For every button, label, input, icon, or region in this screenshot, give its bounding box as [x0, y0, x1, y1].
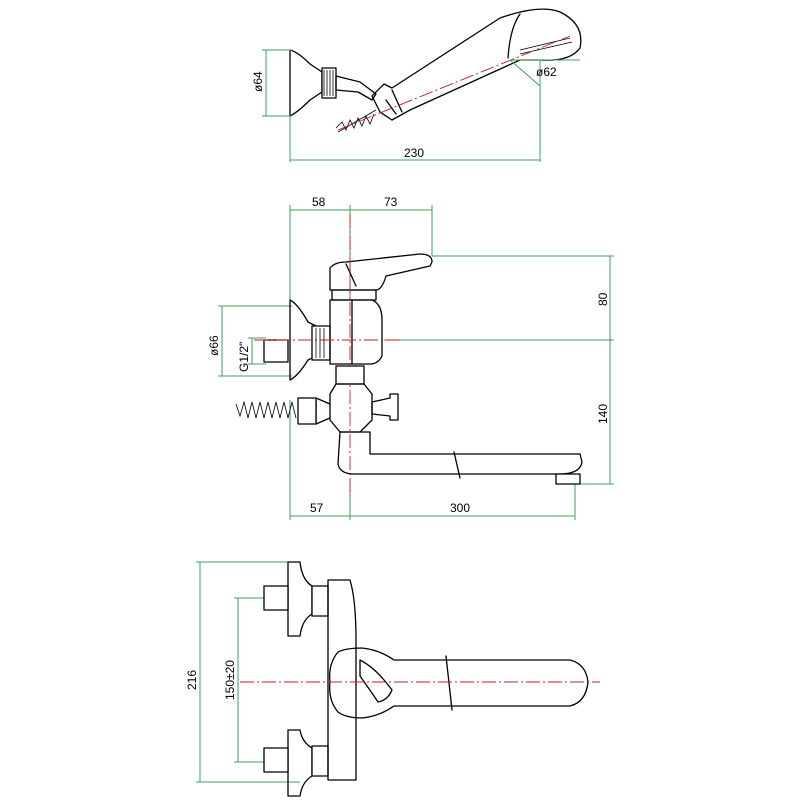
mixer-body	[329, 299, 383, 365]
upper-wall-rose	[287, 561, 313, 637]
shower-face-hatch	[519, 37, 573, 55]
diverter-nut	[335, 365, 365, 385]
dim-total-height: 216	[185, 670, 199, 690]
dim-rose-diameter: ø66	[207, 335, 221, 356]
dim-body-offset: 58	[312, 195, 326, 209]
shower-head-rim	[507, 13, 521, 59]
lever-handle	[329, 253, 433, 291]
cartridge-cap	[331, 289, 377, 301]
nut-knurl	[323, 70, 334, 96]
spout	[337, 431, 583, 475]
aerator	[555, 473, 581, 485]
dim-thread-size: G1/2"	[237, 342, 251, 372]
inlet-nut	[263, 339, 289, 363]
dim-lever-reach: 73	[384, 195, 398, 209]
spout-top-break	[445, 655, 453, 711]
dim-shower-length: 230	[404, 146, 424, 160]
upper-eccentric-nut	[311, 585, 329, 617]
eccentric-nut	[311, 325, 331, 361]
spout-top	[329, 647, 589, 719]
dim-wall-rose-diameter: ø64	[251, 71, 265, 92]
hose-outlet-nut	[297, 397, 317, 425]
wall-rose-cup	[289, 49, 323, 117]
hose-outlet	[315, 397, 331, 425]
lower-inlet-nut	[263, 747, 289, 773]
hand-shower-view	[262, 8, 582, 162]
lower-wall-rose	[287, 729, 313, 797]
dim-lever-height: 80	[596, 292, 610, 306]
dim-inlet-spacing: 150±20	[223, 660, 237, 700]
diverter-knob	[371, 393, 399, 421]
handle-collar-2	[385, 99, 397, 115]
mixer-top-view	[196, 561, 600, 797]
dim-spout-length: 300	[450, 501, 470, 515]
dim-inlet-offset: 57	[310, 501, 324, 515]
lever-top	[359, 659, 393, 703]
shower-center-line	[337, 35, 571, 131]
spout-break	[453, 451, 461, 479]
lever-edge	[345, 263, 357, 287]
diverter-body	[329, 383, 373, 433]
lower-eccentric-nut	[311, 745, 329, 777]
mixer-side-view	[218, 205, 614, 520]
dim-spout-drop: 140	[596, 404, 610, 424]
dim-shower-head-diameter: ø62	[536, 65, 557, 79]
mixer-body-top	[327, 579, 357, 781]
middle-hose-spring	[235, 400, 297, 419]
upper-inlet-nut	[263, 585, 289, 611]
holder-bracket	[335, 75, 377, 101]
hose-spring	[335, 109, 377, 133]
handle-collar	[391, 89, 403, 113]
eccentric-knurl	[315, 328, 325, 358]
